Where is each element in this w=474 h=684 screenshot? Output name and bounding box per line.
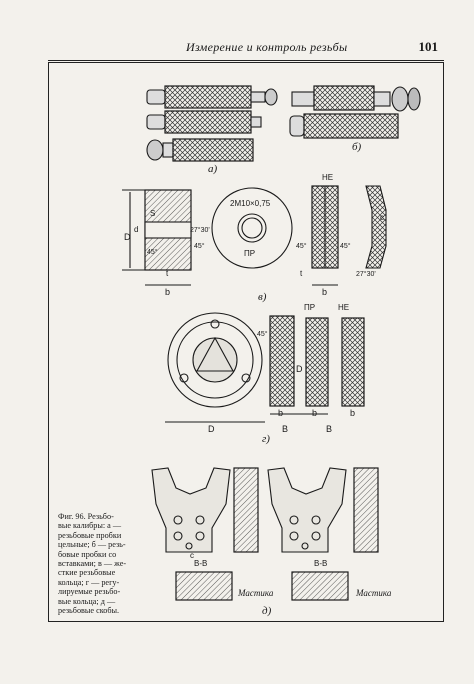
label-ne-1: НЕ [322, 173, 333, 182]
caption-line: цельные; б — резь- [58, 540, 126, 550]
label-a: а) [208, 163, 218, 175]
solid-plug-gauges: а) [146, 85, 278, 175]
ring-section-view: D d S 27°30' 45° 45° b t [122, 189, 210, 297]
caption-line: резьбовые скобы. [58, 606, 120, 616]
label-v: в) [258, 291, 267, 303]
page-header: Измерение и контроль резьбы 101 [48, 38, 444, 58]
page-number: 101 [418, 39, 439, 54]
dim-b-5: b [350, 408, 355, 418]
angle-45-c: 45° [296, 242, 307, 250]
caption-line: кольца; г — регу- [58, 577, 120, 587]
label-g: г) [262, 433, 270, 445]
mastika-1: Мастика [237, 588, 274, 598]
caption-line: сткие резьбовые [58, 568, 116, 578]
adjustable-rings: D 45° ПР НЕ D b b b B B г) [165, 303, 365, 445]
dim-b-3: b [278, 408, 283, 418]
caption-line: лируемые резьбо- [58, 587, 121, 597]
caption-line: Фиг. 96. Резьбо- [58, 512, 114, 521]
ring-side-views: НЕ 45° 45° b t c 27°30' [296, 173, 387, 297]
dim-t-2: t [300, 269, 303, 278]
thread-spec: 2М10×0,75 [230, 199, 271, 208]
caption-line: вые кольца; д — [58, 596, 116, 606]
dim-B-2: B [326, 424, 332, 434]
dim-c-1: c [380, 213, 384, 222]
dim-b-4: b [312, 408, 317, 418]
dim-S: S [150, 209, 155, 218]
angle-27-30: 27°30' [190, 226, 210, 234]
adjustable-ring-front: D 45° [165, 312, 268, 434]
caption-line: бовые пробки со [58, 549, 117, 559]
dim-b-1: b [165, 287, 170, 297]
dim-D-2: D [208, 424, 215, 434]
section-views: В-В Мастика В-В Мастика [175, 559, 392, 601]
section-label-2: В-В [314, 559, 327, 568]
dim-t-1: t [166, 269, 169, 278]
insert-plug-1 [291, 85, 421, 112]
dim-d: d [134, 225, 138, 234]
figure-frame [48, 62, 444, 622]
dim-d-2: D [296, 364, 303, 374]
thread-snap-gauges: c В-В Мастика В-В Мастика д) [151, 467, 392, 617]
dim-b-2: b [322, 287, 327, 297]
header-rule [48, 60, 444, 61]
insert-plug-gauges: б) [289, 85, 421, 153]
angle-45-d: 45° [340, 242, 351, 250]
dim-B-1: B [282, 424, 288, 434]
running-title: Измерение и контроль резьбы [186, 40, 348, 54]
angle-45-a: 45° [147, 248, 158, 256]
mastika-2: Мастика [355, 588, 392, 598]
label-pr-2: ПР [304, 303, 315, 312]
label-ne-2: НЕ [338, 303, 349, 312]
caption-line: резьбовые пробки [58, 530, 122, 540]
angle-45-e: 45° [257, 330, 268, 338]
plug-gauge-1 [146, 85, 278, 109]
plug-gauge-3 [146, 138, 254, 162]
ring-front-view: 2М10×0,75 ПР [211, 187, 293, 269]
insert-plug-2 [289, 113, 399, 139]
caption-line: вставками; в — же- [58, 559, 127, 569]
figure-caption: Фиг. 96. Резьбо- вые калибры: а — резьбо… [58, 512, 144, 615]
caption-line: вые калибры: а — [58, 521, 122, 531]
label-d: д) [262, 605, 272, 617]
adjustable-ring-sides: ПР НЕ D b b b B B [269, 303, 365, 434]
snap-gauge-left: c [151, 467, 259, 560]
label-b: б) [352, 141, 362, 153]
angle-45-b: 45° [194, 242, 205, 250]
rigid-rings: D d S 27°30' 45° 45° b t 2М10×0,75 ПР НЕ… [122, 173, 387, 303]
dim-D: D [124, 232, 131, 242]
section-label-1: В-В [194, 559, 207, 568]
label-pr-1: ПР [244, 249, 255, 258]
snap-gauge-right [267, 467, 379, 553]
plug-gauge-2 [146, 110, 262, 134]
dim-c-2: c [190, 551, 194, 560]
angle-27-30-b: 27°30' [356, 270, 376, 278]
